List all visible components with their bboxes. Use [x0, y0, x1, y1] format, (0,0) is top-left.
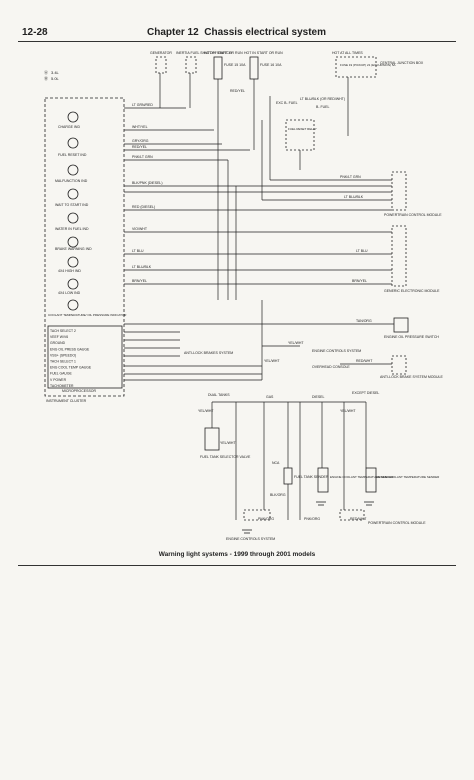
bottom-engine-controls-label: ENGINE CONTROLS SYSTEM	[226, 537, 275, 541]
legend-item-a: 3.4L	[51, 70, 60, 75]
wire-red-yel: RED/YEL	[132, 145, 147, 149]
wire-yel-wht-left: YEL/WHT	[264, 359, 280, 363]
wire-wht-yel: WHT/YEL	[132, 125, 148, 129]
fuel-sender-label: FUEL TANK SENDER	[294, 475, 329, 479]
chapter-label: Chapter 12	[147, 27, 199, 38]
header-rule	[18, 41, 456, 42]
wire-lt-blu-blk-or-red-wht: LT BLU/BLK (OR RED/WHT)	[300, 97, 345, 101]
microprocessor-input: TACHOMETER	[50, 384, 74, 388]
bottom-wire-a-mid: YEL/WHT	[220, 441, 236, 445]
bottom-wire-a: YEL/WHT	[198, 409, 214, 413]
wire-lt-blu-blk-right: LT BLU/BLK	[344, 195, 364, 199]
gas-label: GAS	[266, 395, 274, 399]
microprocessor-input: FUEL GAUGE	[50, 372, 72, 376]
ect-sender-2-label: ENGINE COOLANT TEMPERATURE SENDER	[376, 475, 440, 479]
ect-sender-1-label: ENGINE COOLANT TEMPERATURE SENDER	[330, 475, 394, 479]
wire-lt-blu-right: LT BLU	[356, 249, 368, 253]
wire-pnk-lt-grn: PNK/LT GRN	[132, 155, 153, 159]
indicator-charge: CHARGE IND	[58, 125, 80, 129]
microprocessor-input: TACH SELECT 2	[50, 329, 76, 333]
wire-lt-blu: LT BLU	[132, 249, 144, 253]
microprocessor-input: ENG OIL PRESS GAUGE	[50, 347, 90, 351]
overhead-console-label: OVERHEAD CONSOLE	[312, 365, 350, 369]
abs-module-label: ANTI-LOCK BRAKE SYSTEM MODULE	[380, 375, 443, 379]
wire-red-yel-top: RED/YEL	[230, 89, 245, 93]
indicator-wait-to-start: WAIT TO START IND	[55, 203, 89, 207]
wire-exc-bfuel: EXC B- FUEL	[276, 101, 298, 105]
oil-switch-label: ENGINE OIL PRESSURE SWITCH	[384, 335, 439, 339]
wire-lt-blu-blk: LT BLU/BLK	[132, 265, 152, 269]
fuel-reset-relay-label: FUEL RESET RELAY	[288, 127, 317, 131]
wire-red-diesel: RED (DIESEL)	[132, 205, 155, 209]
footer-rule	[18, 565, 456, 566]
fuse-15-label: FUSE 15 10A	[224, 63, 246, 67]
dual-tanks-label: DUAL TANKS	[208, 393, 230, 397]
gem-label: GENERIC ELECTRONIC MODULE	[384, 289, 440, 293]
fuse-19-label: FUSE 19 (PICKUP) 21 (EXCURSION) 5A	[340, 63, 396, 67]
indicator-fuel-reset: FUEL RESET IND	[58, 153, 87, 157]
bottom-wire-c: BLK/ORG	[270, 493, 286, 497]
microprocessor-input: ENG COOL TEMP GAUGE	[50, 366, 92, 370]
indicator-coolant-oil: COOLANT TEMPERATURE/ OIL PRESSURE INDICA…	[48, 313, 127, 317]
microprocessor-box	[47, 325, 123, 389]
engine-controls-label: ENGINE CONTROLS SYSTEM	[312, 349, 361, 353]
chapter-title: Chapter 12 Chassis electrical system	[147, 27, 326, 38]
wire-brn-yel: BRN/YEL	[132, 279, 147, 283]
wire-blk-pnk-diesel: BLK/PNK (DIESEL)	[132, 181, 163, 185]
bottom-pcm-label: POWERTRAIN CONTROL MODULE	[368, 521, 426, 525]
bottom-wire-b: PNK/ORG	[258, 517, 274, 521]
nca-label: NCA	[272, 461, 280, 465]
inertia-switch-label: INERTIA FUEL SHUTOFF SWITCH	[176, 51, 232, 55]
legend-item-b: 5.0L	[51, 76, 60, 81]
wire-tan-org-right: TAN/ORG	[356, 319, 372, 323]
svg-text:Ⓐ: Ⓐ	[44, 69, 48, 75]
bottom-wire-b-2: PNK/ORG	[304, 517, 320, 521]
wire-pnk-lt-grn-right: PNK/LT GRN	[340, 175, 361, 179]
microprocessor-label: MICROPROCESSOR	[62, 389, 97, 393]
indicator-4x4-high: 4X4 HIGH IND	[58, 269, 81, 273]
wire-red-wht-right: RED/WHT	[356, 359, 373, 363]
figure-caption: Warning light systems - 1999 through 200…	[158, 551, 316, 558]
microprocessor-input: VEEF W/V6	[50, 335, 68, 339]
microprocessor-input: GROUND	[50, 341, 66, 345]
indicator-4x4-low: 4X4 LOW IND	[58, 291, 81, 295]
bottom-wire-d: RED/WHT	[350, 517, 367, 521]
except-diesel-label: EXCEPT DIESEL	[352, 391, 379, 395]
microprocessor-input: TACH SELECT 1	[50, 360, 76, 364]
svg-text:Ⓑ: Ⓑ	[44, 75, 48, 81]
selector-valve-label: FUEL TANK SELECTOR VALVE	[200, 455, 251, 459]
cluster-label: INSTRUMENT CLUSTER	[46, 399, 87, 403]
fuse-16-label: FUSE 16 10A	[260, 63, 282, 67]
generator-label: GENERATOR	[150, 51, 172, 55]
bottom-wire-a-right: YEL/WHT	[340, 409, 356, 413]
wire-bfuel: B- FUEL	[316, 105, 329, 109]
wire-vio-wht: VIO/WHT	[132, 227, 148, 231]
indicator-malfunction: MALFUNCTION IND	[55, 179, 88, 183]
wire-yel-wht-mid: YEL/WHT	[288, 341, 304, 345]
central-junction-label: CENTRAL JUNCTION BOX	[380, 61, 424, 65]
pcm-label: POWERTRAIN CONTROL MODULE	[384, 213, 442, 217]
chapter-name: Chassis electrical system	[204, 27, 326, 38]
hot-in-2-label: HOT IN START OR RUN	[244, 51, 283, 55]
anti-lock-label: ANTI-LOCK BRAKES SYSTEM	[184, 351, 233, 355]
wire-gry-org: GRY/ORG	[132, 139, 149, 143]
cluster-box	[44, 97, 125, 397]
wire-brn-yel-right: BRN/YEL	[352, 279, 367, 283]
microprocessor-input: VSS+ (SPEEDO)	[50, 353, 76, 357]
microprocessor-input: V POWER	[50, 378, 67, 382]
wire-lt-grn-red: LT GRN/RED	[132, 103, 153, 107]
hot-all-times-label: HOT AT ALL TIMES	[332, 51, 363, 55]
page-number: 12-28	[22, 27, 48, 38]
indicator-brake-warning: BRAKE WARNING IND	[55, 247, 92, 251]
page-header: 12-28 Chapter 12 Chassis electrical syst…	[0, 0, 474, 44]
diesel-label: DIESEL	[312, 395, 325, 399]
hot-in-1-label: HOT IN START OR RUN	[204, 51, 243, 55]
indicator-water-in-fuel: WATER IN FUEL IND	[55, 227, 89, 231]
